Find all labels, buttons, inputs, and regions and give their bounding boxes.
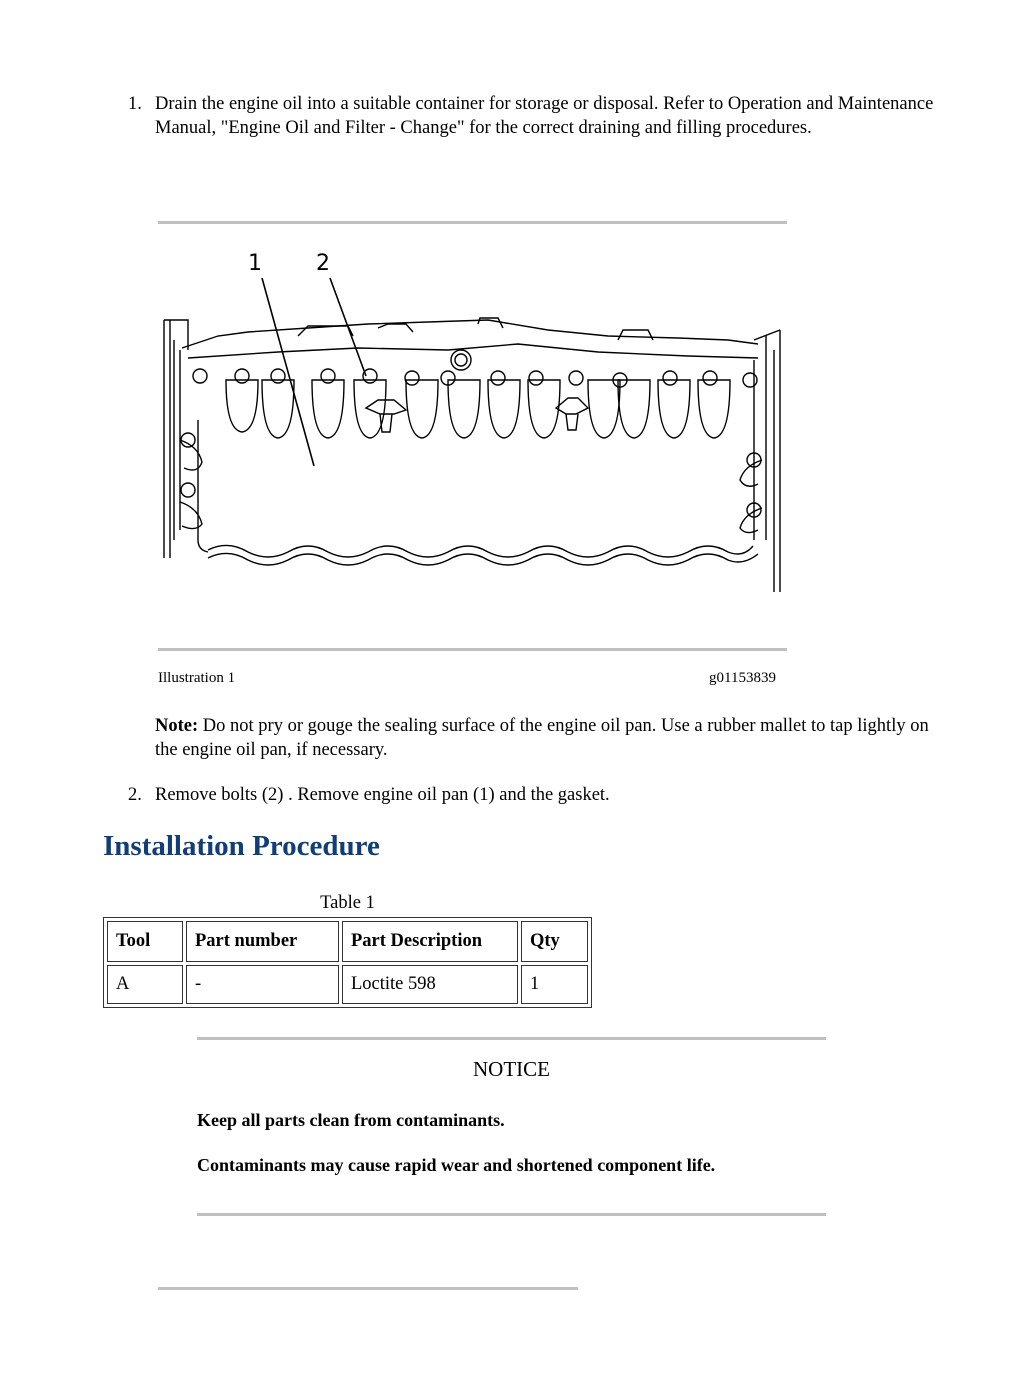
table-header-row: Tool Part number Part Description Qty bbox=[107, 921, 588, 962]
tools-table: Tool Part number Part Description Qty A … bbox=[103, 917, 592, 1008]
illustration-caption-id: g01153839 bbox=[709, 670, 776, 686]
notice-bottom-rule bbox=[197, 1213, 826, 1216]
note: Note: Do not pry or gouge the sealing su… bbox=[155, 714, 935, 762]
illustration-caption-label: Illustration 1 bbox=[158, 670, 236, 686]
step-number: 2. bbox=[128, 785, 142, 805]
table-row: A - Loctite 598 1 bbox=[107, 965, 588, 1004]
bottom-rule bbox=[158, 1287, 578, 1290]
engine-oil-pan-illustration: 1 2 bbox=[163, 251, 781, 592]
note-text: Do not pry or gouge the sealing surface … bbox=[155, 716, 929, 760]
step-2: 2. Remove bolts (2) . Remove engine oil … bbox=[0, 783, 1024, 813]
table-cell-qty: 1 bbox=[521, 965, 588, 1004]
table-cell-part-description: Loctite 598 bbox=[342, 965, 518, 1004]
table-header-part-description: Part Description bbox=[342, 921, 518, 962]
notice-title: NOTICE bbox=[473, 1057, 550, 1081]
notice-top-rule bbox=[197, 1037, 826, 1040]
note-label: Note: bbox=[155, 716, 199, 736]
step-text: Drain the engine oil into a suitable con… bbox=[155, 94, 934, 138]
table-header-part-number: Part number bbox=[186, 921, 339, 962]
section-title: Installation Procedure bbox=[103, 830, 380, 862]
table-header-qty: Qty bbox=[521, 921, 588, 962]
table-cell-tool: A bbox=[107, 965, 183, 1004]
illustration-top-rule bbox=[158, 221, 787, 224]
table-caption: Table 1 bbox=[320, 893, 375, 913]
callout-1: 1 bbox=[248, 251, 262, 276]
step-1: 1. Drain the engine oil into a suitable … bbox=[0, 92, 1024, 172]
notice-line: Contaminants may cause rapid wear and sh… bbox=[197, 1155, 716, 1175]
callout-2: 2 bbox=[316, 251, 330, 276]
step-text: Remove bolts (2) . Remove engine oil pan… bbox=[155, 785, 610, 805]
table-header-tool: Tool bbox=[107, 921, 183, 962]
notice-line: Keep all parts clean from contaminants. bbox=[197, 1110, 505, 1130]
step-number: 1. bbox=[128, 94, 142, 114]
table-cell-part-number: - bbox=[186, 965, 339, 1004]
illustration-bottom-rule bbox=[158, 648, 787, 651]
